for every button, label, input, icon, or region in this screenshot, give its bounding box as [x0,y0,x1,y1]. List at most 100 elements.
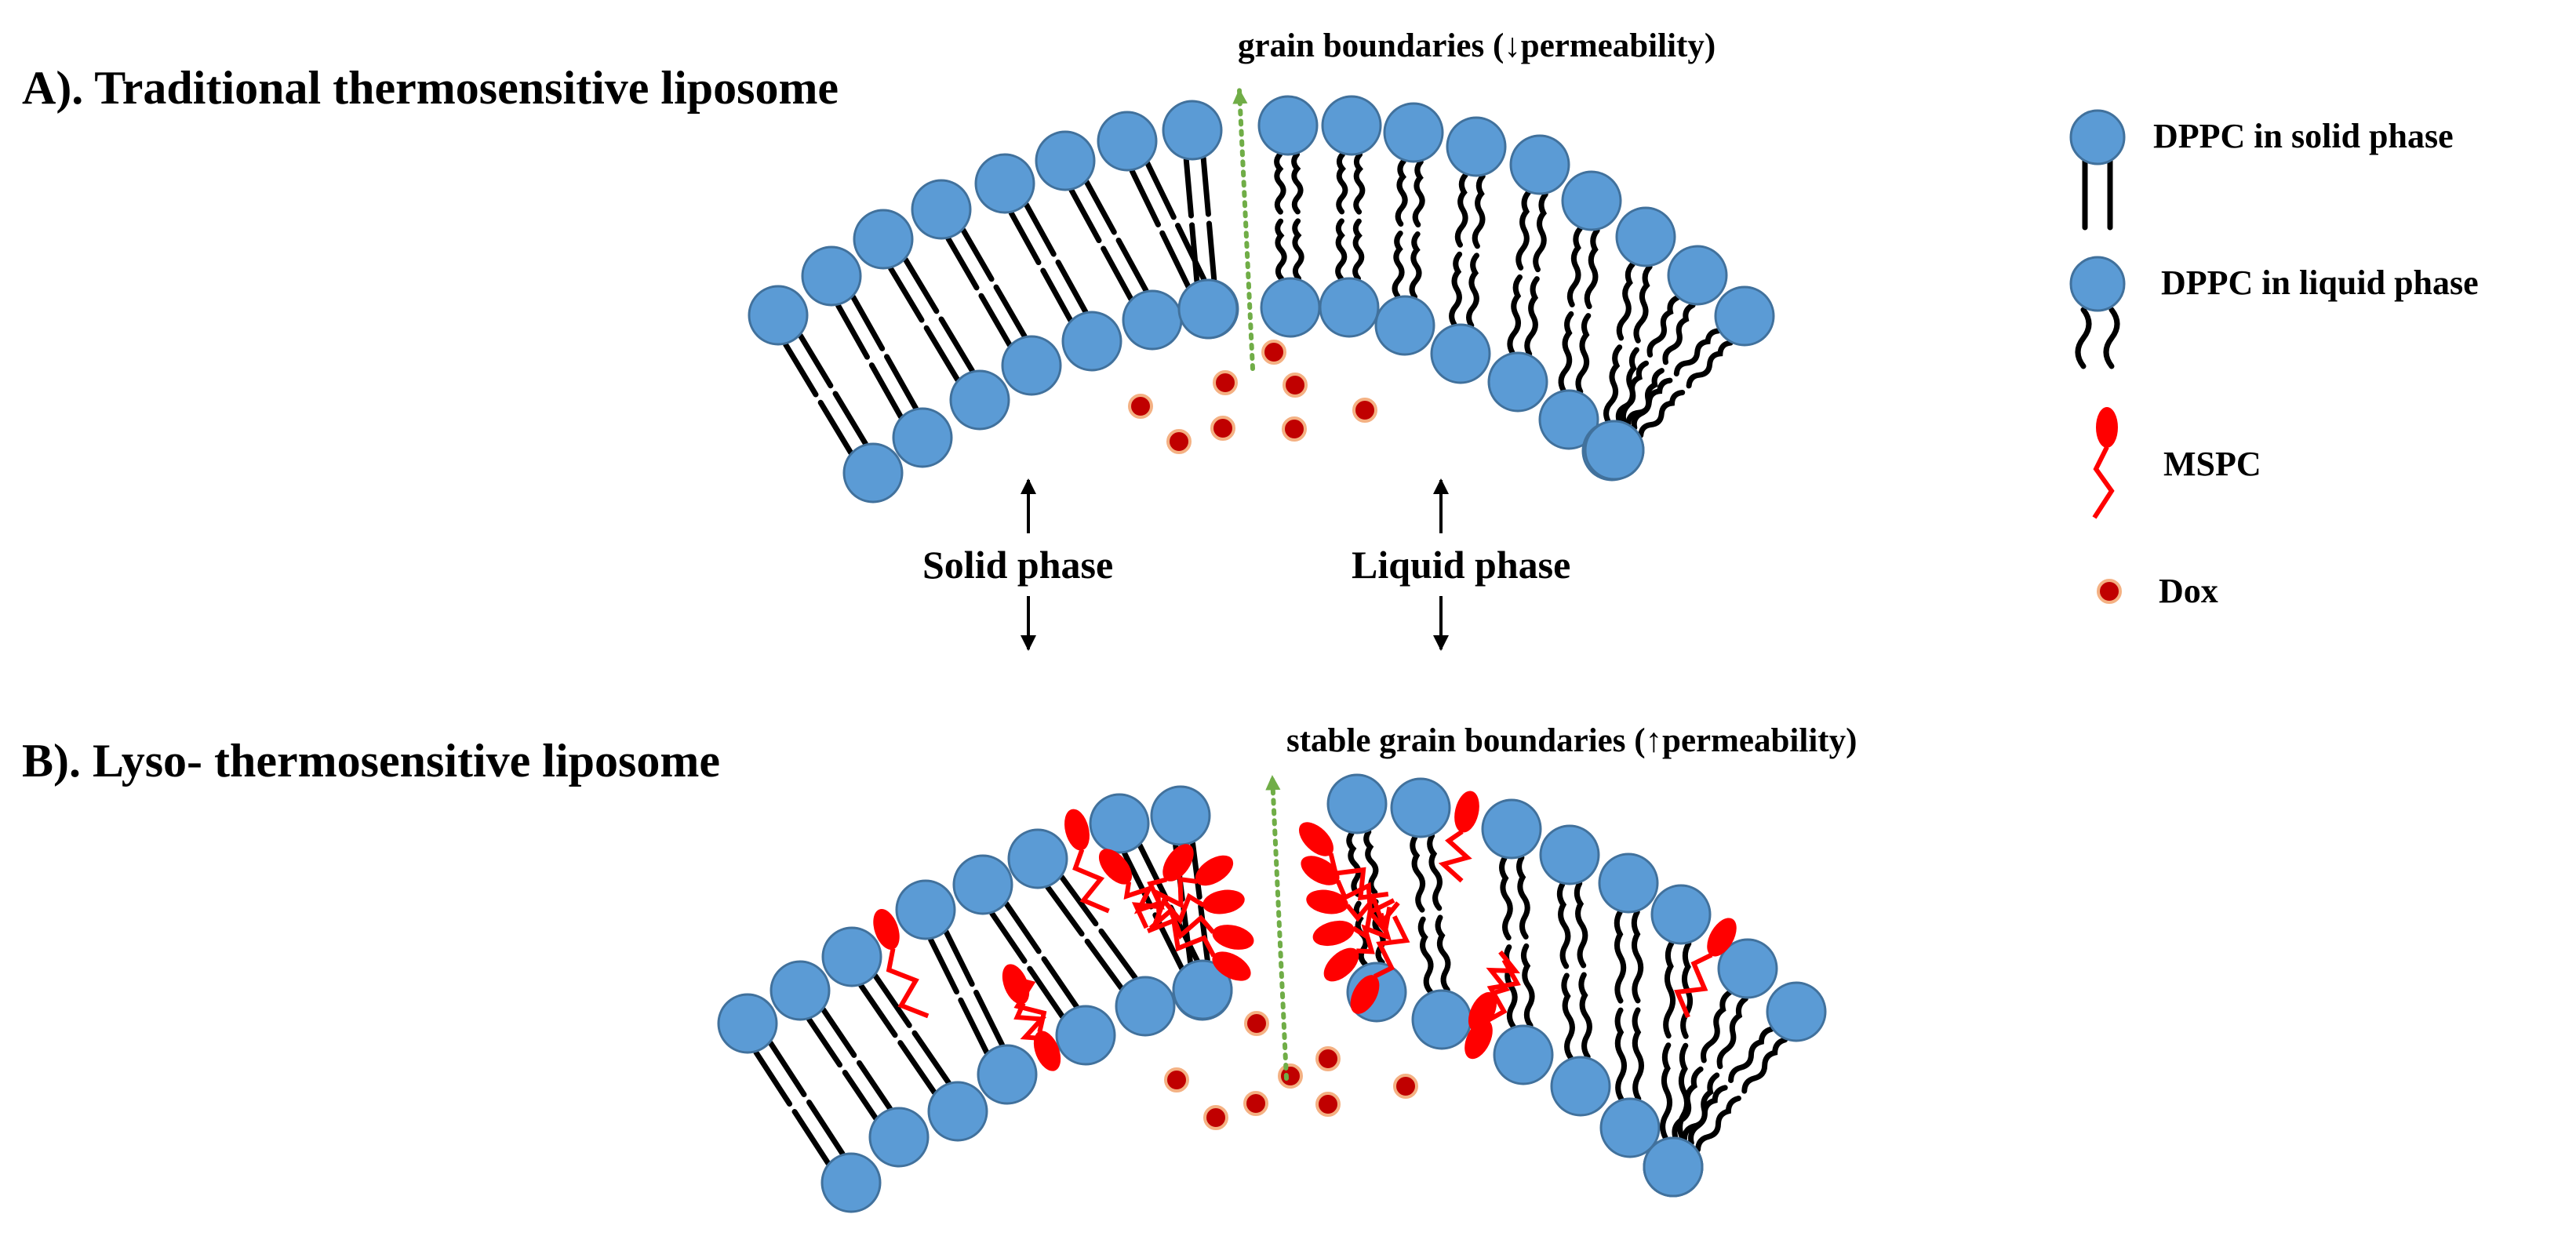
b-dox-2 [1164,1067,1189,1092]
a-solid-5-inner-head [1122,289,1183,351]
panel-b-solid-region [717,785,1233,1213]
b-solid-3-outer-tail-1 [928,936,959,995]
b-liquid-4-outer-tail-0 [1631,909,1644,1004]
mspc-2-tail [1005,974,1047,1033]
mspc-17-tail [1486,958,1521,1023]
b-liquid-6-inner-tail-1 [1672,1066,1704,1140]
a-solid-4-outer-tail-1 [1008,210,1042,266]
b-solid-2-outer-tail-0 [872,973,912,1028]
b-solid-0-inner-tail-1 [791,1109,831,1166]
a-dox-0 [1261,340,1286,365]
b-solid-1-inner-tail-1 [842,1070,879,1121]
a-solid-2-inner-tail-1 [923,325,961,383]
a-solid-6-outer-tail-0 [1144,160,1177,220]
a-liquid-2-inner-head [1374,295,1435,356]
b-solid-2-outer-tail-1 [858,983,898,1038]
a-solid-7-outer-tail-0 [1200,155,1211,217]
a-solid-5-outer-head [1035,130,1096,191]
a-liquid-0-outer-head [1257,95,1319,156]
mspc-11-head [1301,856,1340,885]
liquid-phase-label: Liquid phase [1352,543,1570,587]
mspc-13-head [1312,920,1355,947]
panel-b-dox-molecules [1164,1011,1418,1130]
mspc-14-head [1323,947,1359,982]
a-liquid-6-outer-tail-1 [1616,261,1635,341]
b-solid-0-outer-tail-0 [767,1040,807,1097]
b-solid-2-outer-head [821,926,882,987]
a-liquid-8-inner-head [1584,420,1645,481]
panel-b-mspc-molecules [873,791,1737,1071]
b-liquid-3-outer-tail-1 [1556,882,1571,969]
a-solid-3-outer-tail-1 [945,236,980,291]
a-solid-1-outer-tail-1 [835,303,870,360]
mspc-19-head [1468,991,1497,1032]
a-solid-2-outer-head [853,209,914,270]
panel-b-bilayer [717,773,1827,1213]
legend-dppc-solid-label: DPPC in solid phase [2153,117,2454,155]
b-liquid-2-inner-tail-0 [1520,943,1535,1028]
b-solid-5-outer-tail-1 [1045,884,1085,937]
a-solid-6-inner-tail-1 [1159,230,1192,290]
b-liquid-3-inner-tail-0 [1578,972,1592,1060]
mspc-12-head [1306,889,1348,914]
b-solid-3-outer-tail-0 [943,929,975,987]
a-solid-3-inner-tail-1 [978,293,1013,347]
b-liquid-7-inner-head [1643,1136,1704,1198]
a-solid-7-inner-head [1177,278,1239,340]
b-dox-0 [1244,1011,1269,1036]
a-dox-5 [1210,416,1235,441]
panel-a-grain-label: grain boundaries (↓permeability) [1238,27,1716,64]
legend: DPPC in solid phase DPPC in liquid phase… [2069,109,2479,610]
a-liquid-5-inner-head [1538,389,1599,450]
b-liquid-2-inner-head [1493,1024,1554,1085]
a-solid-lipid-pair [974,153,1122,372]
a-liquid-8-inner-tail-0 [1638,390,1686,438]
b-solid-5-outer-tail-0 [1059,874,1099,927]
mspc-7-tail [1148,907,1215,940]
a-solid-7-inner-tail-1 [1189,222,1200,284]
b-solid-1-outer-head [770,960,831,1021]
a-solid-0-inner-tail-1 [817,399,853,456]
b-dox-3 [1278,1063,1303,1089]
a-solid-0-outer-tail-0 [798,333,834,389]
a-liquid-2-outer-head [1383,102,1444,163]
panel-a-liquid-region [1257,95,1775,482]
a-solid-6-inner-tail-0 [1175,223,1207,282]
a-dox-6 [1282,416,1307,442]
panel-a-bilayer [748,95,1775,504]
mspc-19-tail [1486,950,1521,996]
panel-a-title: A). Traditional thermosensitive liposome [22,62,839,114]
a-liquid-7-outer-head [1667,245,1728,306]
mspc-18-head [1707,918,1737,957]
a-liquid-4-inner-tail-0 [1524,276,1540,357]
b-solid-5-outer-head [1007,828,1068,889]
a-solid-lipid-pair [853,209,1010,431]
b-liquid-6-outer-tail-0 [1716,996,1748,1070]
a-dox-7 [1166,429,1192,454]
b-liquid-4-inner-tail-1 [1614,1007,1627,1102]
a-solid-3-inner-tail-0 [993,284,1028,339]
legend-dppc-liquid-label: DPPC in liquid phase [2161,264,2479,302]
legend-mspc-label: MSPC [2163,445,2261,483]
a-solid-3-outer-tail-0 [960,227,995,282]
mspc-14-tail [1356,912,1392,954]
a-solid-4-inner-tail-0 [1055,259,1089,314]
b-solid-lipid-pair [952,854,1116,1066]
mspc-2-head [1033,1031,1061,1071]
b-liquid-lipid-pair [1539,824,1611,1117]
a-liquid-3-inner-head [1430,323,1491,384]
mspc-6-head [1202,889,1245,914]
a-liquid-lipid-pair [1538,170,1622,450]
a-liquid-lipid-pair [1257,95,1321,338]
b-liquid-lipid-pair [1643,981,1827,1198]
a-liquid-8-outer-tail-0 [1686,340,1734,389]
b-liquid-2-outer-tail-0 [1516,854,1530,940]
a-solid-1-inner-tail-0 [884,354,919,411]
a-solid-6-outer-tail-1 [1129,168,1161,227]
a-liquid-1-outer-tail-1 [1336,151,1348,215]
a-solid-lipid-pair [1162,100,1239,340]
a-solid-4-inner-tail-1 [1040,267,1073,323]
a-liquid-6-outer-head [1615,206,1676,267]
a-liquid-3-inner-tail-0 [1466,253,1479,329]
a-solid-1-inner-tail-1 [868,362,904,420]
